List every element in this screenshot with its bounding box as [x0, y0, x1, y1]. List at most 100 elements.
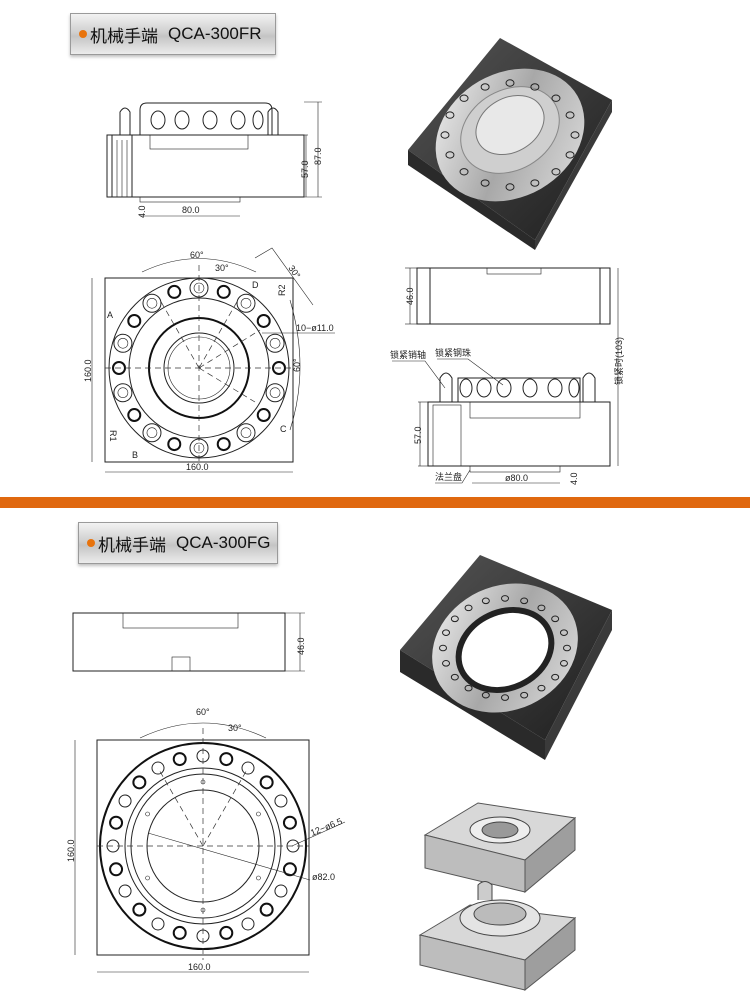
hole-icon [559, 660, 568, 667]
hole-icon [530, 179, 540, 187]
section-header-qca-300fr: 机械手端 QCA-300FR [70, 13, 276, 55]
hole-icon [172, 752, 187, 767]
hole-icon [167, 284, 182, 299]
dim-160-bottom: 160.0 [186, 462, 209, 472]
hole-icon [142, 423, 162, 443]
hole-icon [274, 794, 288, 808]
angle-30-top: 30° [215, 263, 229, 273]
hole-icon [113, 383, 133, 403]
dim-160-left: 160.0 [66, 839, 76, 862]
dim-4: 4.0 [137, 205, 147, 218]
hole-icon [269, 337, 281, 349]
hole-icon [551, 94, 561, 102]
dim-160-bottom: 160.0 [188, 962, 211, 972]
dim-57: 57.0 [300, 160, 310, 178]
hole-icon [151, 761, 165, 775]
mark-r1: R1 [108, 430, 118, 442]
hole-icon [537, 684, 546, 692]
hole-icon [565, 151, 575, 159]
mark-a: A [107, 310, 113, 320]
callout-locking-ball: 锁紧钢珠 [435, 347, 471, 358]
header-title-cn: 机械手端 [90, 26, 158, 46]
hole-icon [269, 387, 281, 399]
hole-icon [132, 775, 147, 790]
hole-icon [505, 183, 515, 191]
fr-base-side-view: 46.0 [405, 267, 611, 325]
hole-icon [520, 597, 529, 605]
diameter-callout: ø82.0 [312, 872, 335, 882]
hole-icon [464, 684, 473, 692]
fg-top-view: ø82.0 60° 30° 12−ø6.5 160.0 160.0 [66, 707, 346, 973]
header-title-cn: 机械手端 [98, 535, 166, 555]
hole-icon [118, 884, 132, 898]
hole-icon [450, 615, 459, 623]
hole-icon [127, 408, 142, 423]
hole-icon [282, 815, 297, 830]
holes-callout: 10−ø11.0 [296, 323, 334, 333]
hole-icon [193, 442, 205, 454]
header-model: QCA-300FR [168, 24, 262, 43]
hole-icon [146, 297, 158, 309]
fr-top-view: 60° 30° 30° 60° 10−ø11.0 A B C D R1 R2 1… [83, 247, 335, 473]
hole-icon [145, 875, 150, 881]
hole-icon [132, 902, 147, 917]
hole-icon [464, 604, 473, 612]
hole-icon [240, 427, 252, 439]
fg-product-photo [400, 555, 612, 760]
hole-icon [240, 297, 252, 309]
hole-icon [480, 179, 490, 187]
fg-side-view: 46.0 [72, 612, 306, 672]
hole-icon [459, 94, 469, 102]
hole-icon [445, 111, 455, 119]
angle-30: 30° [228, 723, 242, 733]
hole-icon [570, 131, 580, 139]
hole-icon [127, 313, 142, 328]
hole-icon [117, 387, 129, 399]
dim-57: 57.0 [413, 426, 423, 444]
hole-icon [151, 917, 165, 931]
hole-icon [501, 595, 509, 602]
hole-icon [109, 815, 124, 830]
hole-icon [146, 427, 158, 439]
holes-callout: 12−ø6.5 [309, 816, 344, 838]
hole-icon [256, 875, 261, 881]
hole-icon [241, 917, 255, 931]
bullet-dot-icon [87, 539, 95, 547]
dim-87: 87.0 [313, 147, 323, 165]
fr-product-photo [408, 38, 612, 250]
angle-60-right: 60° [292, 358, 302, 372]
hole-icon [480, 83, 490, 91]
hole-icon [241, 761, 255, 775]
hole-icon [442, 660, 451, 667]
hole-icon [450, 673, 459, 681]
hole-icon [167, 437, 182, 452]
mark-d: D [252, 280, 259, 290]
hole-icon [274, 884, 288, 898]
fr-section-view: 57.0 ø80.0 4.0 锁紧时(103) 锁紧销轴 锁紧钢珠 法兰盘 [390, 268, 624, 485]
fr-side-view: 87.0 57.0 80.0 4.0 [106, 101, 323, 218]
hole-icon [563, 644, 571, 652]
hole-icon [565, 111, 575, 119]
assembly-product-photo [418, 802, 577, 992]
hole-icon [236, 423, 256, 443]
hole-icon [265, 333, 285, 353]
angle-60-top: 60° [190, 250, 204, 260]
hole-icon [256, 313, 271, 328]
hole-icon [481, 691, 490, 699]
hole-icon [117, 337, 129, 349]
hole-icon [256, 811, 261, 817]
hole-icon [259, 902, 274, 917]
mark-c: C [280, 424, 287, 434]
hole-icon [256, 408, 271, 423]
hole-icon [265, 383, 285, 403]
hole-icon [193, 282, 205, 294]
hole-icon [481, 597, 490, 605]
hole-icon [172, 925, 187, 940]
bullet-dot-icon [79, 30, 87, 38]
hole-icon [520, 691, 529, 699]
hole-icon [537, 604, 546, 612]
hole-icon [551, 168, 561, 176]
hole-icon [259, 775, 274, 790]
hole-icon [145, 811, 150, 817]
